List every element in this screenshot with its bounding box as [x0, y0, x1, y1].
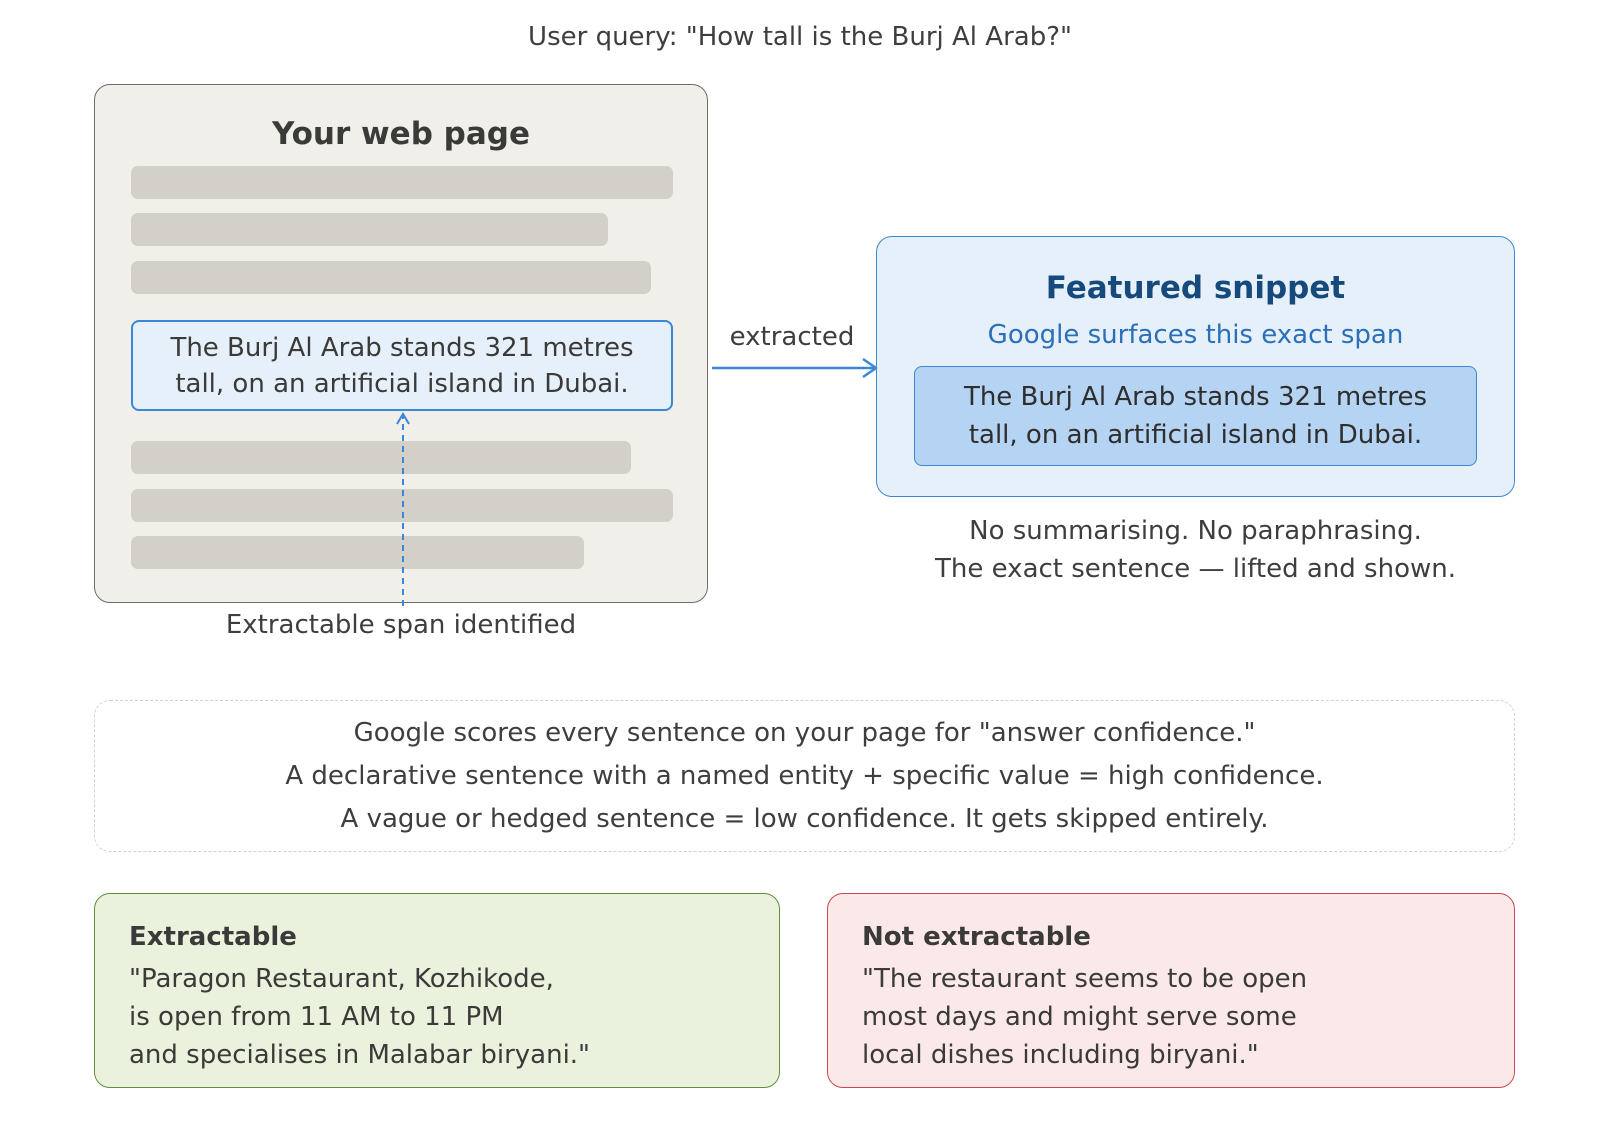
text-placeholder-bar — [131, 213, 608, 246]
explanation-line: Google scores every sentence on your pag… — [353, 717, 1256, 748]
extractable-heading: Extractable — [129, 922, 297, 952]
explanation-box: Google scores every sentence on your pag… — [94, 700, 1515, 852]
example-line: is open from 11 AM to 11 PM — [129, 1002, 504, 1032]
featured-snippet-title: Featured snippet — [1045, 270, 1346, 306]
user-query: User query: "How tall is the Burj Al Ara… — [528, 22, 1072, 52]
extractable-span-box: The Burj Al Arab stands 321 metres tall,… — [131, 320, 673, 411]
caption-line: The exact sentence — lifted and shown. — [935, 554, 1456, 584]
web-page-title: Your web page — [271, 116, 531, 152]
not-extractable-heading: Not extractable — [862, 922, 1091, 952]
explanation-line: A vague or hedged sentence = low confide… — [340, 803, 1269, 834]
caption-line: No summarising. No paraphrasing. — [969, 516, 1422, 546]
explanation-line: A declarative sentence with a named enti… — [285, 760, 1324, 791]
snippet-line: The Burj Al Arab stands 321 metres — [963, 382, 1428, 412]
text-placeholder-bar — [131, 441, 631, 474]
featured-snippet-caption: No summarising. No paraphrasing. The exa… — [876, 512, 1515, 588]
text-placeholder-bar — [131, 166, 673, 199]
example-line: "The restaurant seems to be open — [862, 964, 1308, 994]
featured-snippet-subtitle: Google surfaces this exact span — [987, 320, 1404, 350]
span-line: The Burj Al Arab stands 321 metres — [170, 332, 634, 363]
example-line: "Paragon Restaurant, Kozhikode, — [129, 964, 554, 994]
span-caption: Extractable span identified — [225, 610, 577, 640]
snippet-line: tall, on an artificial island in Dubai. — [968, 420, 1423, 450]
not-extractable-example-card: Not extractable "The restaurant seems to… — [827, 893, 1515, 1088]
text-placeholder-bar — [131, 261, 651, 294]
span-line: tall, on an artificial island in Dubai. — [175, 368, 629, 399]
extracted-label: extracted — [729, 322, 855, 352]
featured-snippet-span: The Burj Al Arab stands 321 metres tall,… — [914, 366, 1477, 466]
example-line: and specialises in Malabar biryani." — [129, 1040, 591, 1070]
example-line: most days and might serve some — [862, 1002, 1297, 1032]
extractable-example-card: Extractable "Paragon Restaurant, Kozhiko… — [94, 893, 780, 1088]
text-placeholder-bar — [131, 536, 584, 569]
dashed-arrow-head — [396, 412, 410, 425]
example-line: local dishes including biryani." — [862, 1040, 1259, 1070]
